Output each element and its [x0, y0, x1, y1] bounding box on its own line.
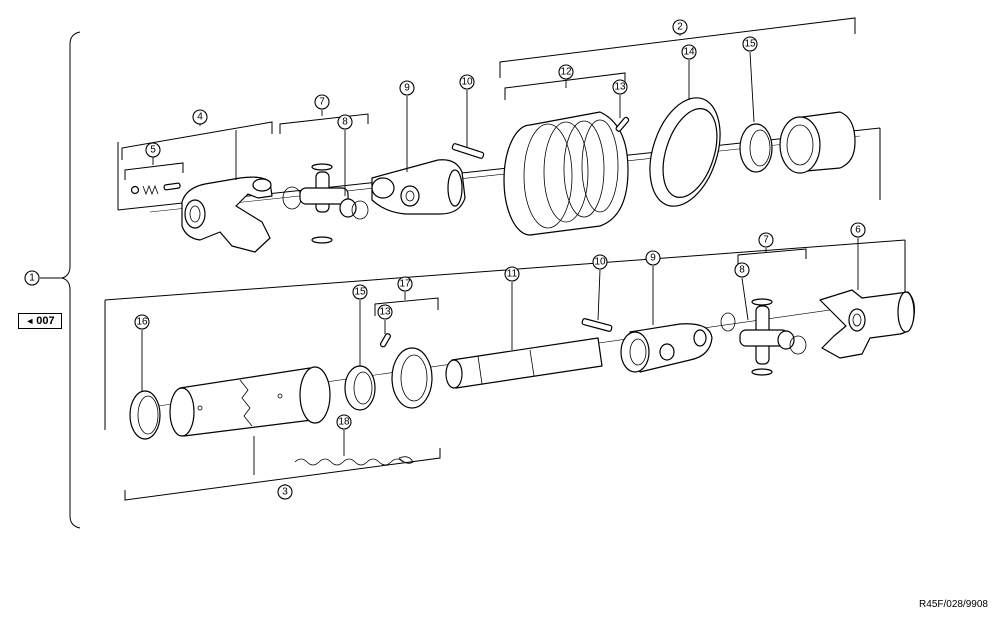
- yoke-right: [819, 289, 915, 359]
- leader-lines: [40, 34, 859, 490]
- svg-text:18: 18: [338, 417, 350, 428]
- svg-text:9: 9: [404, 83, 410, 94]
- callout-2: 2: [672, 19, 688, 35]
- yoke-left: [181, 176, 273, 253]
- callout-10-upper: 10: [459, 74, 475, 90]
- callout-7-upper: 7: [314, 94, 330, 110]
- locking-ring: [391, 347, 433, 409]
- universal-cross-upper: [282, 163, 369, 244]
- callout-17: 17: [397, 276, 413, 292]
- callout-16: 16: [134, 314, 150, 330]
- callout-9-lower: 9: [645, 250, 661, 266]
- svg-text:16: 16: [136, 317, 148, 328]
- callout-6: 6: [850, 222, 866, 238]
- callout-8-upper: 8: [337, 114, 353, 130]
- svg-text:1: 1: [29, 273, 35, 284]
- svg-text:5: 5: [150, 145, 156, 156]
- svg-text:15: 15: [744, 39, 756, 50]
- callout-5: 5: [145, 142, 161, 158]
- inner-yoke-upper: [371, 159, 466, 215]
- svg-text:6: 6: [855, 225, 861, 236]
- svg-text:8: 8: [739, 265, 745, 276]
- svg-text:12: 12: [560, 67, 572, 78]
- safety-chain: [294, 456, 414, 466]
- callout-15-upper: 15: [742, 36, 758, 52]
- roll-pin-lower: [581, 318, 613, 332]
- svg-text:10: 10: [594, 257, 606, 268]
- callout-18: 18: [336, 414, 352, 430]
- svg-text:13: 13: [614, 82, 626, 93]
- callout-11: 11: [504, 266, 520, 282]
- universal-cross-lower: [720, 298, 807, 376]
- callout-8-lower: 8: [734, 262, 750, 278]
- drawing-reference-code: R45F/028/9908: [919, 599, 988, 610]
- screw-upper: [615, 116, 630, 132]
- callout-13-upper: 13: [612, 79, 628, 95]
- svg-text:3: 3: [282, 487, 288, 498]
- nav-reference-label: 007: [36, 315, 55, 327]
- callout-14: 14: [681, 44, 697, 60]
- callout-12: 12: [558, 64, 574, 80]
- svg-text:13: 13: [379, 307, 391, 318]
- svg-text:11: 11: [507, 269, 518, 280]
- profile-shaft: [445, 337, 603, 389]
- guard-cone: [779, 111, 856, 174]
- lower-group-outline: [104, 239, 906, 430]
- end-ring: [129, 390, 161, 440]
- nav-reference-button[interactable]: ◄ 007: [18, 313, 62, 329]
- assembly-bracket: [61, 31, 81, 529]
- roll-pin-upper: [451, 143, 485, 159]
- bearing-ring-lower: [344, 365, 376, 411]
- callout-1: 1: [24, 270, 40, 286]
- svg-text:15: 15: [354, 287, 366, 298]
- guard-ring: [649, 97, 721, 207]
- callout-15-lower: 15: [352, 284, 368, 300]
- bearing-ring-upper: [739, 123, 773, 173]
- svg-text:8: 8: [342, 117, 348, 128]
- inner-yoke-lower: [620, 323, 713, 373]
- svg-text:4: 4: [197, 112, 203, 123]
- callout-9-upper: 9: [399, 80, 415, 96]
- protective-bellows: [503, 111, 629, 236]
- outer-guard-tube: [169, 366, 331, 437]
- spring-pin-set: [130, 182, 181, 196]
- svg-text:9: 9: [650, 253, 656, 264]
- svg-text:10: 10: [461, 77, 473, 88]
- svg-text:7: 7: [319, 97, 325, 108]
- left-arrow-icon: ◄: [25, 316, 35, 326]
- svg-text:17: 17: [399, 279, 411, 290]
- callout-10-lower: 10: [592, 254, 608, 270]
- callout-7-lower: 7: [758, 232, 774, 248]
- callout-3: 3: [277, 484, 293, 500]
- screw-lower: [379, 333, 391, 348]
- svg-text:14: 14: [683, 47, 695, 58]
- svg-text:2: 2: [677, 22, 683, 33]
- callout-4: 4: [192, 109, 208, 125]
- svg-text:7: 7: [763, 235, 769, 246]
- callout-13-lower: 13: [377, 304, 393, 320]
